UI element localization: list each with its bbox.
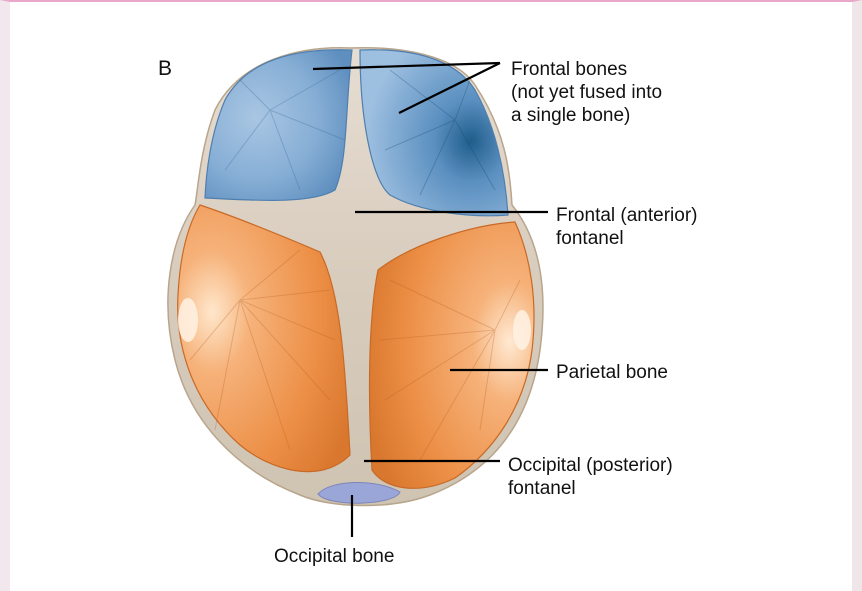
label-occipital-fontanel-line1: Occipital (posterior) <box>508 454 673 477</box>
label-parietal-bone-line1: Parietal bone <box>556 361 668 384</box>
label-frontal-bones-line1: Frontal bones <box>511 58 662 81</box>
label-frontal-fontanel-line2: fontanel <box>556 227 698 250</box>
label-frontal-bones: Frontal bones (not yet fused into a sing… <box>511 58 662 128</box>
parietal-bone-right <box>370 222 535 488</box>
label-frontal-fontanel: Frontal (anterior) fontanel <box>556 204 698 250</box>
parietal-highlight-right <box>513 310 531 350</box>
label-occipital-fontanel: Occipital (posterior) fontanel <box>508 454 673 500</box>
frontal-bone-left <box>205 50 352 201</box>
label-frontal-bones-line2: (not yet fused into <box>511 81 662 104</box>
label-occipital-bone: Occipital bone <box>274 545 394 568</box>
label-frontal-bones-line3: a single bone) <box>511 104 662 127</box>
label-parietal-bone: Parietal bone <box>556 361 668 384</box>
parietal-highlight-left <box>178 298 198 342</box>
panel-letter: B <box>158 58 172 79</box>
label-frontal-fontanel-line1: Frontal (anterior) <box>556 204 698 227</box>
label-occipital-fontanel-line2: fontanel <box>508 477 673 500</box>
label-occipital-bone-line1: Occipital bone <box>274 545 394 568</box>
